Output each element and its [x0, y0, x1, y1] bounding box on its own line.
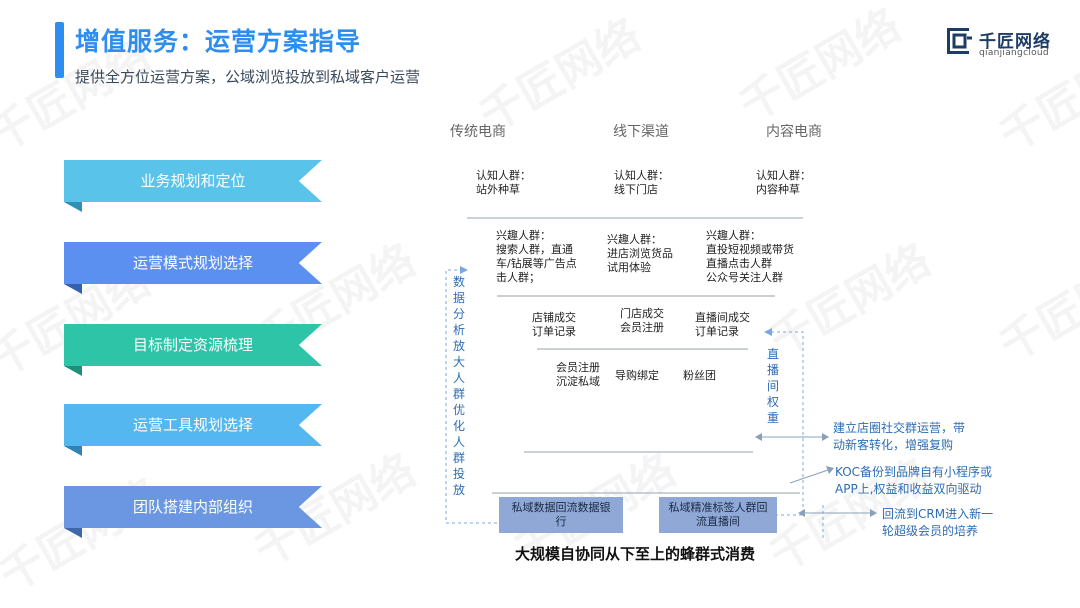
column-head-content-ecommerce: 内容电商 [766, 124, 822, 140]
ribbon-body [64, 160, 322, 202]
title-accent-bar [55, 22, 64, 78]
menu-item-business-planning[interactable]: 业务规划和定位 [64, 160, 322, 212]
deal-cell-traditional: 店铺成交 订单记录 [532, 311, 576, 338]
menu-item-goal-setting[interactable]: 目标制定资源梳理 [64, 324, 322, 376]
ribbon-fold [64, 528, 82, 538]
ribbon-fold [64, 366, 82, 376]
page-title: 增值服务：运营方案指导 [75, 27, 362, 56]
box-label: 私域精准标签人群回 流直播间 [668, 501, 768, 528]
ribbon-fold [64, 284, 82, 294]
aware-cell-content: 认知人群： 内容种草 [756, 169, 811, 196]
column-head-offline-channel: 线下渠道 [613, 124, 669, 140]
deal-cell-offline: 门店成交 会员注册 [620, 307, 664, 334]
menu-item-label: 目标制定资源梳理 [132, 336, 253, 354]
brand-logo: 千匠网络 qianjiangcloud [945, 26, 1070, 60]
interest-cell-traditional: 兴趣人群： 搜索人群，直通 车/钻展等广告点 击人群； [496, 229, 577, 284]
page-subtitle: 提供全方位运营方案，公域浏览投放到私域客户运营 [75, 68, 421, 86]
interest-cell-offline: 兴趣人群： 进店浏览货品 试用体验 [607, 233, 673, 274]
menu-item-operation-mode[interactable]: 运营模式规划选择 [64, 242, 322, 294]
column-head-traditional-ecommerce: 传统电商 [450, 124, 506, 140]
interest-cell-content: 兴趣人群： 直投短视频或带货 直播点击人群 公众号关注人群 [706, 229, 794, 284]
ribbon-body [64, 486, 322, 528]
logo-sub: qianjiangcloud [979, 48, 1049, 58]
note-community-operation: 建立店圈社交群运营，带 动新客转化，增强复购 [833, 421, 966, 452]
member-cell-traditional: 会员注册 沉淀私域 [556, 361, 600, 388]
left-loop-label: 数据分析放大人群优化人群投放 [452, 275, 465, 497]
ribbon-body [64, 324, 322, 366]
aware-cell-offline: 认知人群： 线下门店 [614, 169, 669, 196]
logo-name: 千匠网络 [979, 32, 1051, 52]
member-cell-offline: 导购绑定 [615, 369, 659, 382]
menu-item-label: 业务规划和定位 [140, 172, 246, 190]
aware-cell-traditional: 认知人群： 站外种草 [476, 169, 531, 196]
live-room-tag-box: 私域精准标签人群回 流直播间 [659, 497, 777, 533]
logo-mark-icon [947, 28, 972, 54]
menu-item-label: 团队搭建内部组织 [132, 498, 253, 516]
note-koc-backup: KOC备份到品牌自有小程序或 APP上,权益和收益双向驱动 [835, 465, 993, 496]
private-data-bank-box: 私域数据回流数据银 行 [499, 497, 623, 533]
right-loop-label: 直播间权重 [766, 347, 779, 425]
menu-item-team-building[interactable]: 团队搭建内部组织 [64, 486, 322, 538]
ribbon-fold [64, 202, 82, 212]
menu-item-label: 运营模式规划选择 [132, 254, 253, 272]
diagram-caption: 大规模自协同从下至上的蜂群式消费 [515, 545, 756, 563]
ribbon-body [64, 242, 322, 284]
note-crm-reflow: 回流到CRM进入新一 轮超级会员的培养 [882, 507, 994, 538]
ribbon-fold [64, 446, 82, 456]
menu-item-label: 运营工具规划选择 [132, 416, 253, 434]
deal-cell-content: 直播间成交 订单记录 [695, 311, 750, 338]
ribbon-body [64, 404, 322, 446]
box-label: 私域数据回流数据银 行 [511, 501, 611, 528]
menu-item-tool-planning[interactable]: 运营工具规划选择 [64, 404, 322, 456]
member-cell-content: 粉丝团 [683, 369, 716, 382]
